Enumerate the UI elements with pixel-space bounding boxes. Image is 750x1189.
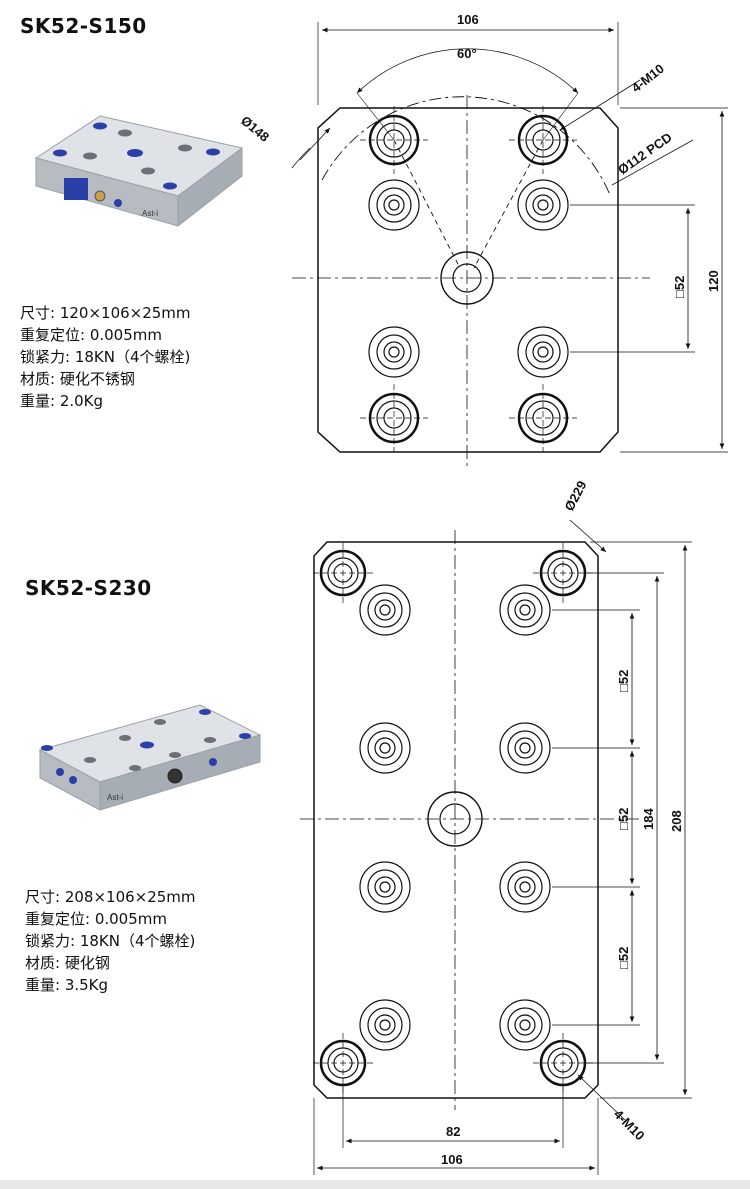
product-title-s150: SK52-S150	[20, 14, 147, 38]
spec-size: 尺寸: 208×106×25mm	[25, 888, 196, 906]
dim-width: 106	[457, 12, 479, 27]
dim-184: 184	[641, 808, 656, 830]
bolt-holes	[368, 114, 569, 444]
dim-dia148: Ø148	[238, 113, 272, 145]
spec-size: 尺寸: 120×106×25mm	[20, 304, 191, 322]
spec-weight: 重量: 3.5Kg	[25, 976, 109, 994]
spec-repeatability: 重复定位: 0.005mm	[25, 910, 167, 928]
drawing-s150	[291, 22, 728, 470]
drawing-s230	[300, 519, 692, 1175]
dim-208: 208	[669, 810, 684, 832]
plate-outline	[317, 107, 619, 453]
pin-holes	[359, 584, 551, 1051]
dim-height: 120	[706, 270, 721, 292]
spec-repeatability: 重复定位: 0.005mm	[20, 326, 162, 344]
dim-pitch: □52	[672, 276, 687, 298]
product-photo-s150: Ast-i	[34, 115, 244, 228]
dim-106: 106	[441, 1152, 463, 1167]
dim-thread: 4-M10	[629, 61, 667, 96]
bolt-holes	[319, 549, 587, 1087]
spec-clamping-force: 锁紧力: 18KN（4个螺栓)	[20, 348, 191, 366]
pin-holes	[368, 179, 569, 378]
dim-pitch-1: □52	[616, 670, 631, 692]
dim-dia229: Ø229	[561, 478, 589, 513]
product-title-s230: SK52-S230	[25, 576, 152, 600]
footer-divider	[0, 1180, 750, 1189]
plate-outline	[313, 541, 599, 1099]
dim-pcd: Ø112 PCD	[615, 130, 675, 178]
spec-weight: 重量: 2.0Kg	[20, 392, 104, 410]
photo-brand-s230: Ast-i	[107, 793, 123, 802]
dim-pitch-2: □52	[616, 808, 631, 830]
dim-pitch-3: □52	[616, 947, 631, 969]
specs-s230: 尺寸: 208×106×25mm 重复定位: 0.005mm 锁紧力: 18KN…	[25, 886, 196, 996]
photo-brand-s150: Ast-i	[142, 209, 158, 218]
dim-thread: 4-M10	[611, 1107, 648, 1144]
spec-material: 材质: 硬化不锈钢	[20, 370, 135, 388]
spec-clamping-force: 锁紧力: 18KN（4个螺栓)	[25, 932, 196, 950]
dim-82: 82	[446, 1124, 460, 1139]
specs-s150: 尺寸: 120×106×25mm 重复定位: 0.005mm 锁紧力: 18KN…	[20, 302, 191, 412]
spec-material: 材质: 硬化钢	[25, 954, 110, 972]
dim-angle: 60°	[457, 46, 477, 61]
product-photo-s230: Ast-i	[38, 704, 262, 811]
